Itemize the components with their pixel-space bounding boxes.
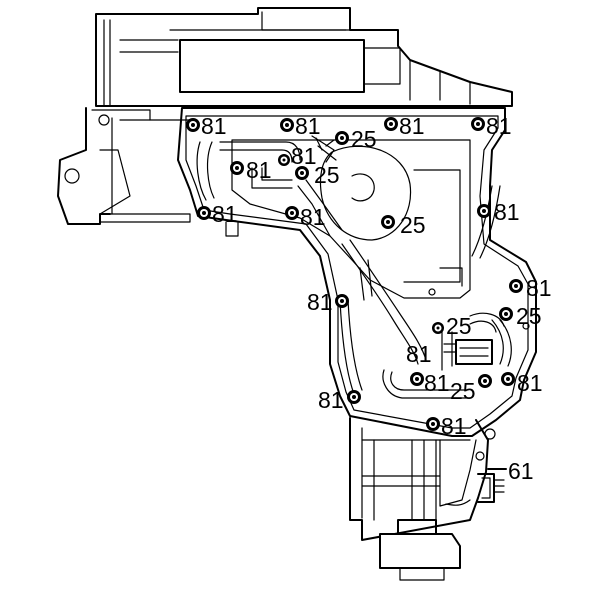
callout-label: 61 bbox=[508, 458, 534, 484]
bolt bbox=[478, 374, 492, 388]
callout-label: 81 bbox=[424, 370, 450, 396]
callout-label: 25 bbox=[450, 378, 476, 404]
bolt bbox=[335, 294, 349, 308]
callout-label: 25 bbox=[314, 162, 340, 188]
callout-label: 81 bbox=[399, 113, 425, 139]
callout-label: 81 bbox=[295, 113, 321, 139]
callout-label: 81 bbox=[406, 341, 432, 367]
bolt bbox=[197, 206, 211, 220]
bolt bbox=[335, 131, 349, 145]
bolt bbox=[230, 161, 244, 175]
callout-label: 81 bbox=[201, 113, 227, 139]
callout-label: 81 bbox=[526, 275, 552, 301]
callout-label: 81 bbox=[441, 413, 467, 439]
callout-label: 81 bbox=[291, 143, 317, 169]
bolt bbox=[278, 154, 290, 166]
upper-housing bbox=[57, 7, 513, 237]
bolt bbox=[471, 117, 485, 131]
callout-label: 81 bbox=[486, 113, 512, 139]
callout-labels: 81 81 25 81 81 81 81 25 81 81 25 81 81 8… bbox=[201, 113, 552, 484]
callout-label: 81 bbox=[494, 199, 520, 225]
bolt bbox=[426, 417, 440, 431]
bolts bbox=[186, 117, 523, 431]
bolt bbox=[186, 118, 200, 132]
bolt bbox=[285, 206, 299, 220]
extension-housing bbox=[349, 417, 505, 581]
bolt bbox=[509, 279, 523, 293]
callout-label: 81 bbox=[300, 204, 326, 230]
bolt bbox=[280, 118, 294, 132]
callout-label: 81 bbox=[318, 387, 344, 413]
leader-line bbox=[315, 137, 335, 151]
callout-label: 81 bbox=[307, 289, 333, 315]
callout-label: 81 bbox=[517, 370, 543, 396]
bolt bbox=[347, 390, 361, 404]
bolt bbox=[295, 166, 309, 180]
bolt bbox=[477, 204, 491, 218]
callout-label: 25 bbox=[446, 313, 472, 339]
bolt bbox=[381, 215, 395, 229]
bolt bbox=[501, 372, 515, 386]
callout-label: 25 bbox=[351, 126, 377, 152]
case-cover bbox=[177, 107, 537, 437]
callout-label: 25 bbox=[516, 303, 542, 329]
callout-label: 81 bbox=[212, 201, 238, 227]
callout-label: 81 bbox=[246, 157, 272, 183]
bolt bbox=[432, 322, 444, 334]
bolt bbox=[410, 372, 424, 386]
bolt bbox=[384, 117, 398, 131]
callout-label: 25 bbox=[400, 212, 426, 238]
bolt bbox=[499, 307, 513, 321]
